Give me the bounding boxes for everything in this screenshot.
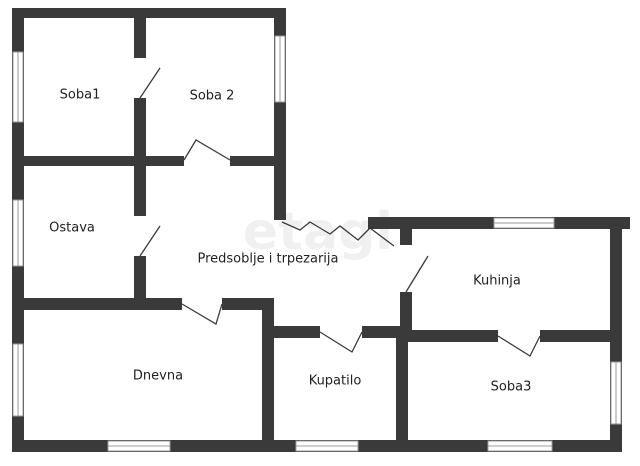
room-label-soba3: Soba3 — [491, 380, 532, 395]
room-label-ostava: Ostava — [49, 221, 95, 236]
room-label-dnevna: Dnevna — [133, 369, 183, 384]
doors — [139, 67, 541, 357]
room-label-kupatilo: Kupatilo — [309, 374, 362, 389]
room-label-soba-2: Soba 2 — [190, 89, 235, 104]
watermark: etagi — [243, 202, 393, 262]
room-label-soba1: Soba1 — [60, 88, 101, 103]
room-labels: Soba1 Soba 2 Ostava Predsoblje i trpezar… — [49, 88, 531, 395]
room-label-predsoblje: Predsoblje i trpezarija — [197, 252, 338, 267]
room-label-kuhinja: Kuhinja — [473, 274, 521, 289]
windows — [12, 35, 622, 452]
